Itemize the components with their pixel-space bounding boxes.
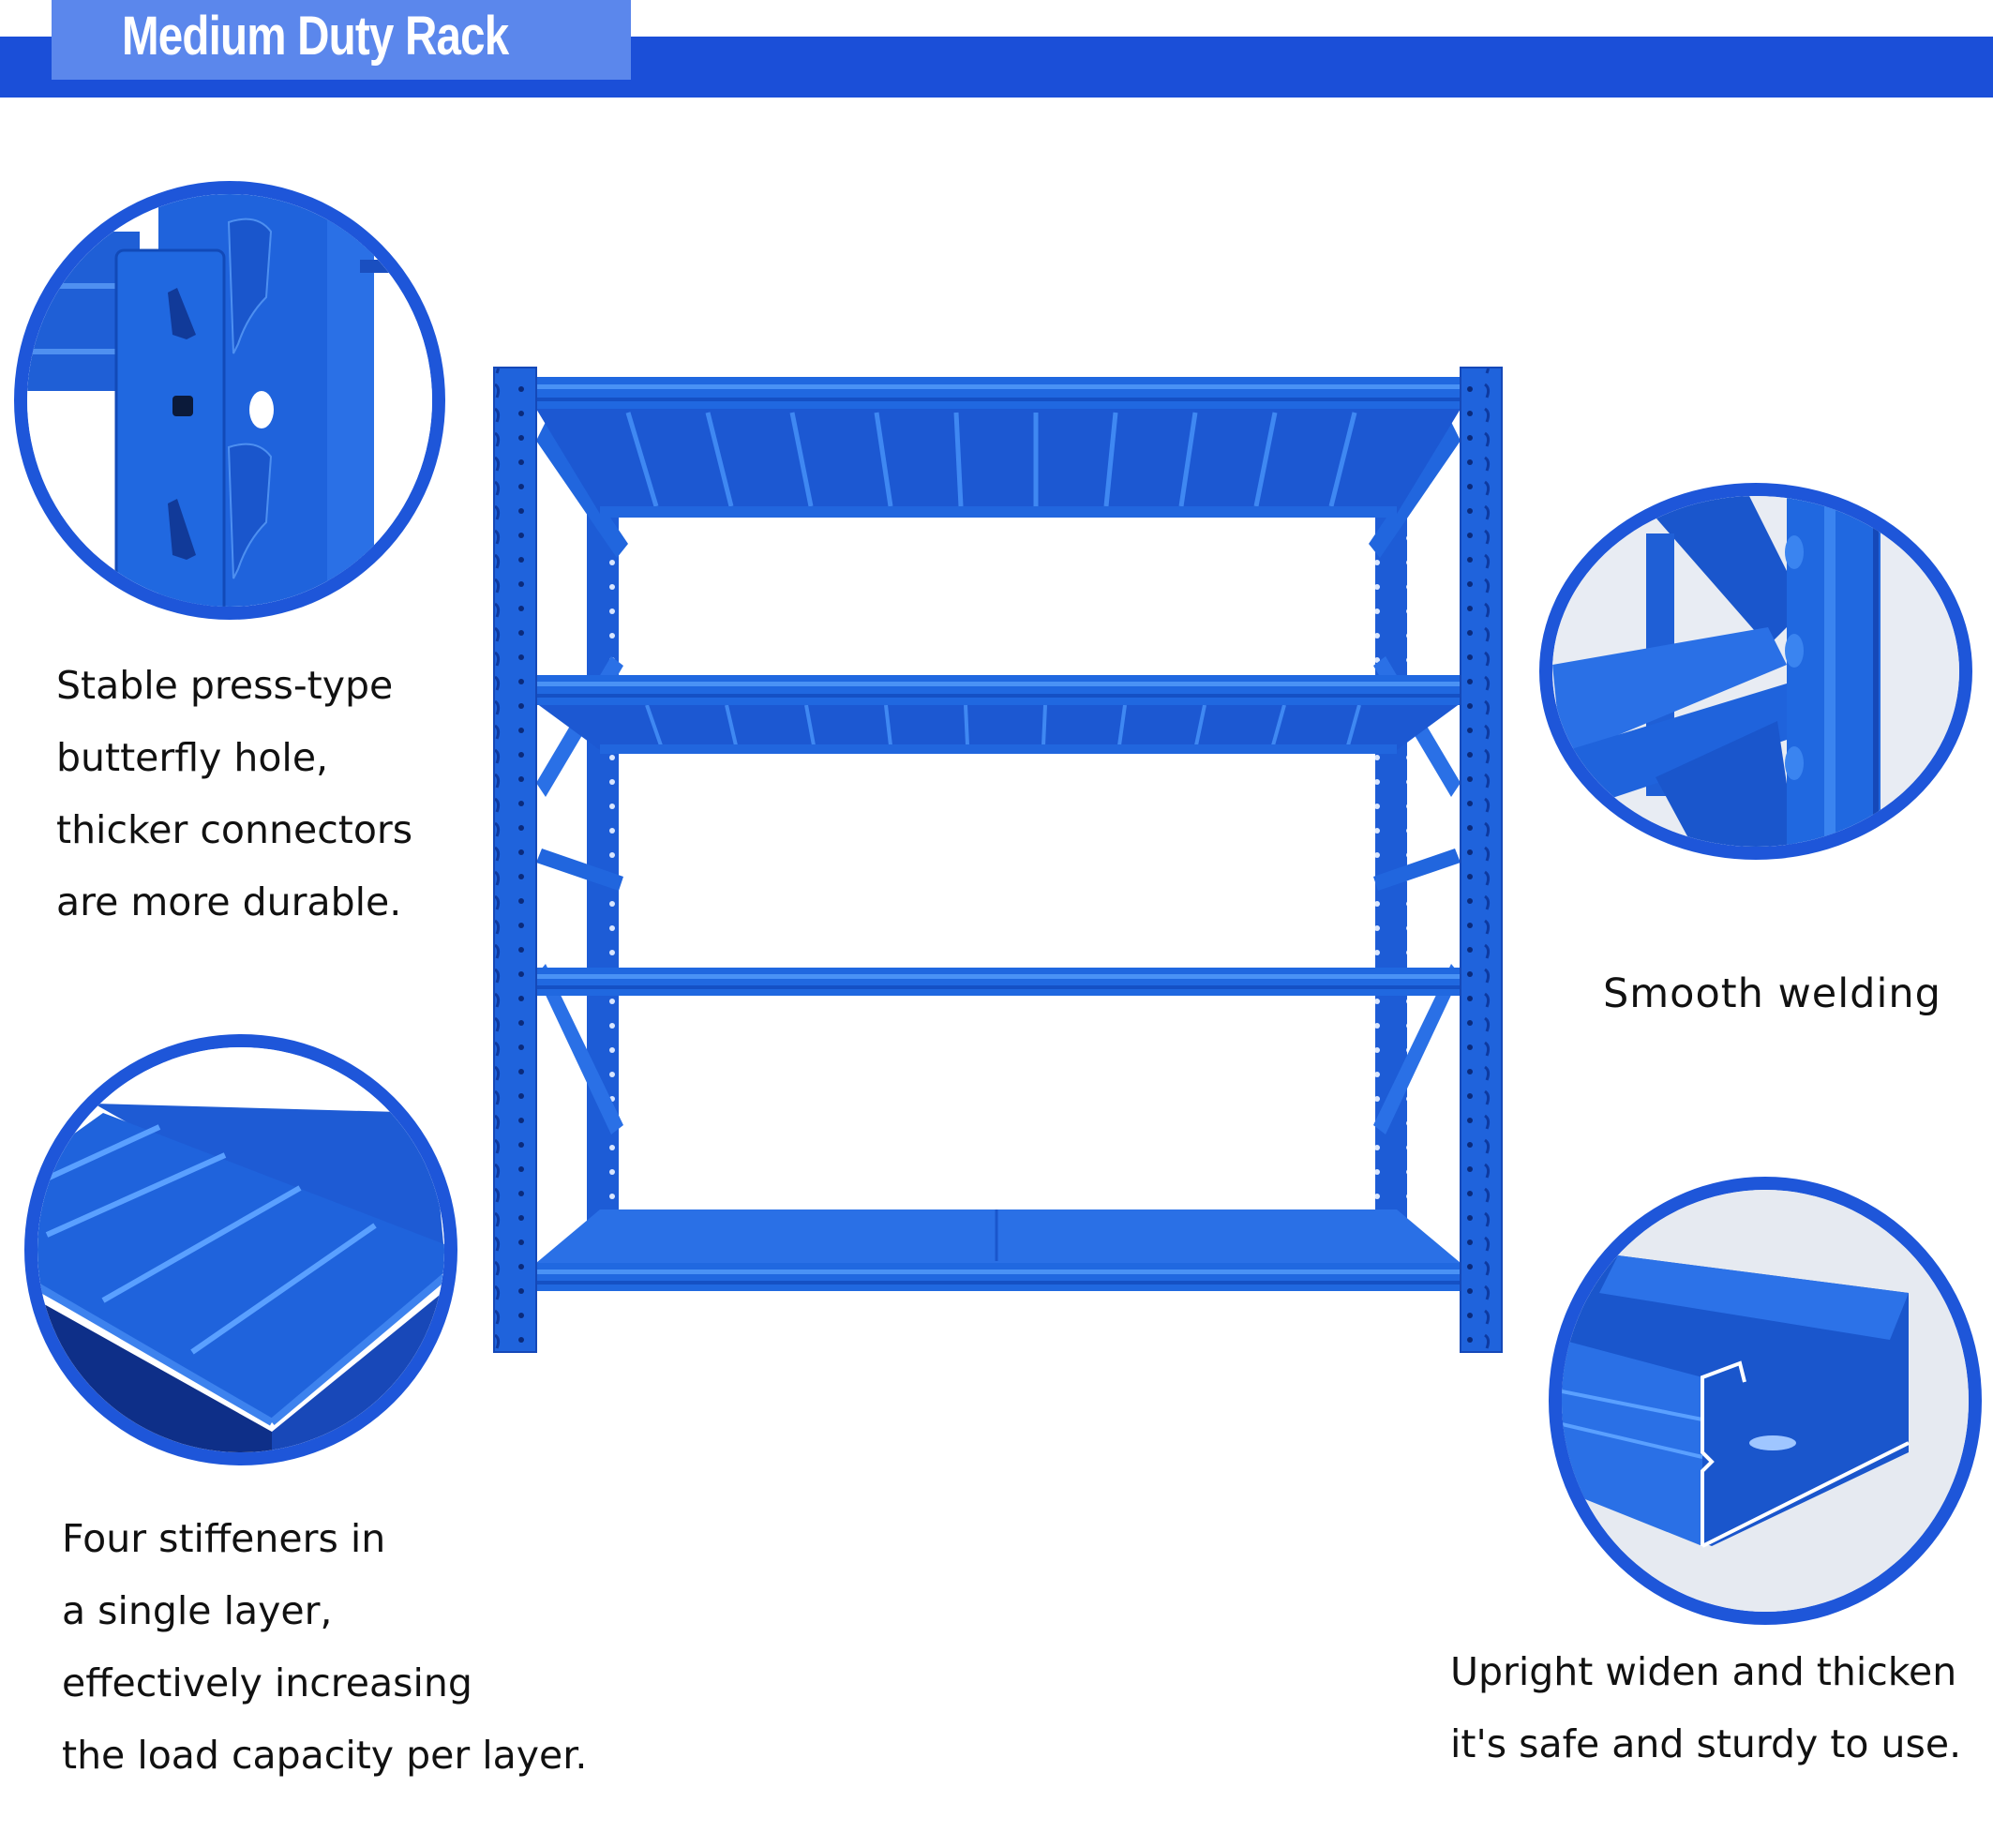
caption-line: it's safe and sturdy to use. (1450, 1721, 1962, 1766)
caption-stiffeners: Four stiffeners in a single layer, effec… (62, 1503, 587, 1792)
caption-line: Four stiffeners in (62, 1516, 386, 1561)
detail-image-welding (1539, 483, 1972, 860)
beam-level-2 (531, 675, 1464, 705)
caption-line: thicker connectors (56, 807, 413, 852)
shelf-stiffeners-illustration (37, 1047, 444, 1452)
caption-butterfly-hole: Stable press-type butterfly hole, thicke… (56, 650, 412, 939)
caption-line: Smooth welding (1603, 970, 1941, 1017)
caption-line: butterfly hole, (56, 735, 329, 780)
detail-image-butterfly-hole (14, 181, 445, 620)
beam-level-3 (531, 968, 1464, 996)
caption-line: Upright widen and thicken (1450, 1649, 1957, 1694)
shelf-bottom (536, 1209, 1461, 1263)
rack-illustration (493, 367, 1503, 1353)
caption-line: the load capacity per layer. (62, 1733, 588, 1778)
shelf-second (536, 703, 1461, 750)
detail-image-stiffeners (24, 1034, 457, 1465)
product-image-rack (469, 356, 1519, 1369)
caption-line: effectively increasing (62, 1660, 472, 1705)
front-upright-left (494, 368, 536, 1352)
caption-upright: Upright widen and thicken it's safe and … (1450, 1636, 1961, 1780)
caption-line: are more durable. (56, 879, 402, 924)
detail-image-upright (1549, 1177, 1982, 1625)
upright-closeup-illustration (27, 194, 432, 607)
upright-profile-illustration (1562, 1190, 1969, 1612)
title-banner: Medium Duty Rack (52, 0, 631, 80)
shelf-top (536, 409, 1461, 514)
beam-level-4 (531, 1263, 1464, 1291)
caption-welding: Smooth welding (1603, 958, 1941, 1030)
page-title: Medium Duty Rack (122, 6, 509, 67)
front-upright-right (1461, 368, 1502, 1352)
welding-closeup-illustration (1552, 496, 1959, 847)
beam-level-1 (531, 377, 1464, 409)
caption-line: a single layer, (62, 1588, 333, 1633)
caption-line: Stable press-type (56, 663, 394, 708)
